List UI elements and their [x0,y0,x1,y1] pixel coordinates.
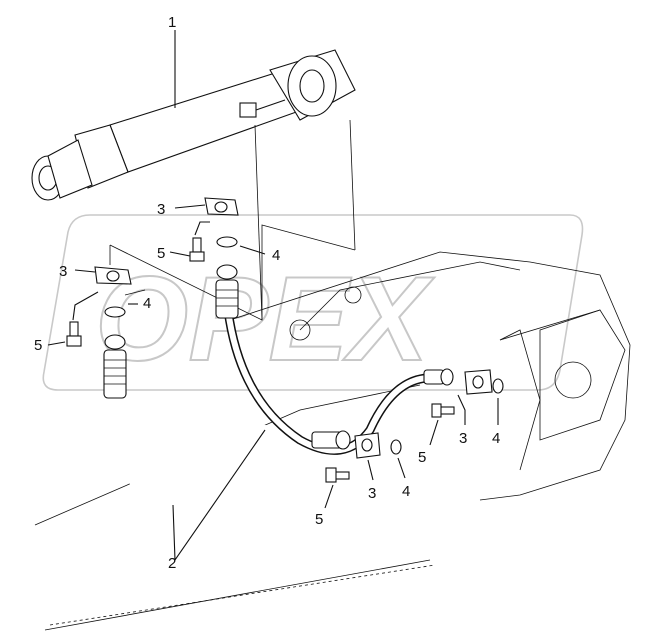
flange-right-upper [464,369,493,395]
flange-left [94,266,132,285]
callout-4-oring-c: 4 [492,430,500,447]
guide-planes [109,119,356,321]
callout-3-flange-c: 3 [459,430,467,447]
callout-5-bolt-d: 5 [315,511,323,528]
o-ring-right-upper [492,378,504,394]
callout-1-cylinder: 1 [168,14,176,31]
o-ring-upper [216,236,238,248]
callout-3-flange-a: 3 [157,201,165,218]
bolts [66,237,455,483]
flange-upper [204,197,239,216]
hydraulic-cylinder [31,49,356,201]
o-ring-right-lower [390,439,402,455]
watermark-text: OPEX [95,252,435,386]
hose-end-upper [423,368,454,386]
o-rings [104,236,504,455]
bolt-left [66,321,82,347]
boom-frame [34,251,631,631]
callout-4-oring-a: 4 [272,247,280,264]
callout-5-bolt-c: 5 [418,449,426,466]
callout-4-oring-b: 4 [143,295,151,312]
bolt-right-lower [325,467,350,483]
flange-right-lower [354,432,381,459]
bolt-right-upper [431,403,455,418]
callout-3-flange-b: 3 [59,263,67,280]
leader-lines [47,30,499,562]
callout-2-hoses: 2 [168,555,176,572]
hose-end-lower [311,430,351,450]
callout-5-bolt-a: 5 [157,245,165,262]
bolt-upper [189,237,205,262]
callout-3-flange-d: 3 [368,485,376,502]
callout-4-oring-d: 4 [402,483,410,500]
o-ring-left [104,306,126,318]
callout-5-bolt-b: 5 [34,337,42,354]
hose-fitting-right-upper [215,264,239,319]
watermark: OPEX [42,214,584,391]
callout-labels: 1 2 3 3 3 3 4 4 4 4 5 5 5 5 [34,14,500,572]
hydraulic-hoses [103,264,454,536]
hose-fitting-left [103,334,127,399]
